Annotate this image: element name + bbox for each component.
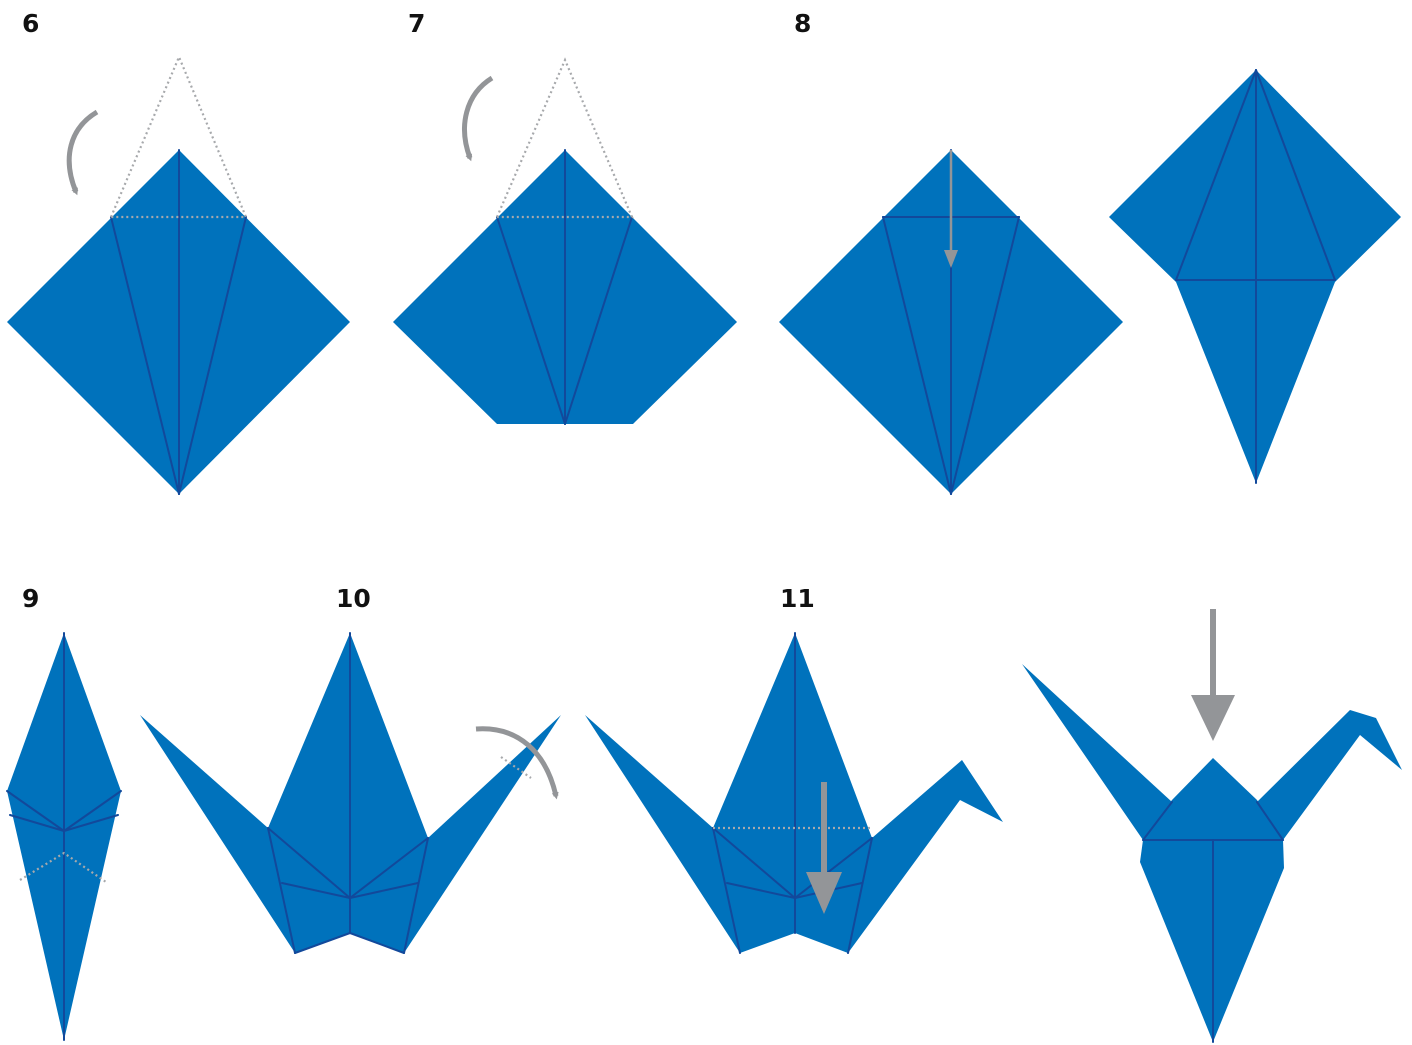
step-10-crease-right-neck [403, 837, 429, 954]
step-10-crease-left-lower [281, 882, 351, 899]
step-8-result-figure [1109, 69, 1401, 484]
step-8-down-arrow-head [944, 250, 958, 268]
step-11-crease-left-neck [712, 827, 741, 954]
step-10-right-wing [404, 715, 561, 953]
final-crane-down-arrow-head [1191, 695, 1235, 741]
step-8-result-crease-right [1255, 69, 1336, 281]
step-7-crease-right [564, 216, 633, 425]
step-6-label: 6 [22, 9, 39, 38]
step-7-figure [393, 57, 737, 425]
final-crane-crease-right [1256, 801, 1284, 841]
step-6-fold-guide [109, 54, 248, 219]
final-crane-top [1143, 758, 1283, 840]
step-11-down-arrow-head [806, 872, 842, 914]
step-9-figure [6, 632, 122, 1041]
step-7-label: 7 [408, 9, 425, 38]
step-10-body [268, 633, 428, 953]
step-7-fold-guide [495, 57, 634, 219]
step-11-crease-right-neck [847, 837, 873, 954]
step-11-right-wing [848, 760, 1003, 953]
step-11-left-wing [585, 715, 740, 953]
step-9-crease-upper-left [6, 790, 65, 832]
step-11-crease-left-upper [712, 827, 796, 899]
step-11-crease-right-upper [794, 837, 873, 899]
step-10-figure [140, 632, 561, 954]
step-6-crease-left [110, 216, 180, 495]
final-crane-left-wing [1022, 664, 1172, 840]
step-8-result-crease-left [1175, 69, 1257, 281]
step-10-crease-right-upper [349, 837, 429, 899]
step-8-crease-left [882, 216, 952, 495]
step-6-figure [7, 54, 350, 495]
step-9-crease-mid-right [63, 814, 119, 832]
step-9-label: 9 [22, 584, 39, 613]
step-10-fold-guide [500, 756, 532, 779]
step-11-crease-left-lower [726, 882, 796, 899]
step-10-label: 10 [336, 584, 371, 613]
step-8-label: 8 [794, 9, 811, 38]
step-7-crease-left [496, 216, 566, 425]
step-9-crease-mid-left [9, 814, 65, 832]
step-11-body [713, 633, 872, 953]
step-6-fold-arrow [66, 109, 99, 196]
step-11-label: 11 [780, 584, 815, 613]
step-10-left-wing [140, 715, 295, 953]
step-8-figure [779, 149, 1123, 495]
final-crane-neck [1257, 710, 1402, 840]
step-11-figure [585, 632, 1003, 954]
step-6-crease-right [178, 216, 247, 495]
step-10-crease-left-upper [267, 827, 351, 899]
step-10-crease-left-neck [267, 827, 296, 954]
step-9-crease-upper-right [63, 790, 122, 832]
final-crane-figure [1022, 609, 1402, 1043]
step-10-crease-bottom [294, 932, 405, 954]
step-7-fold-arrow [462, 75, 494, 162]
final-crane-crease-left [1142, 801, 1173, 841]
step-9-fold-guide [19, 851, 107, 883]
step-8-crease-right [950, 216, 1020, 495]
step-10-fold-arrow [475, 726, 559, 800]
step-10-crease-right-lower [349, 882, 419, 899]
